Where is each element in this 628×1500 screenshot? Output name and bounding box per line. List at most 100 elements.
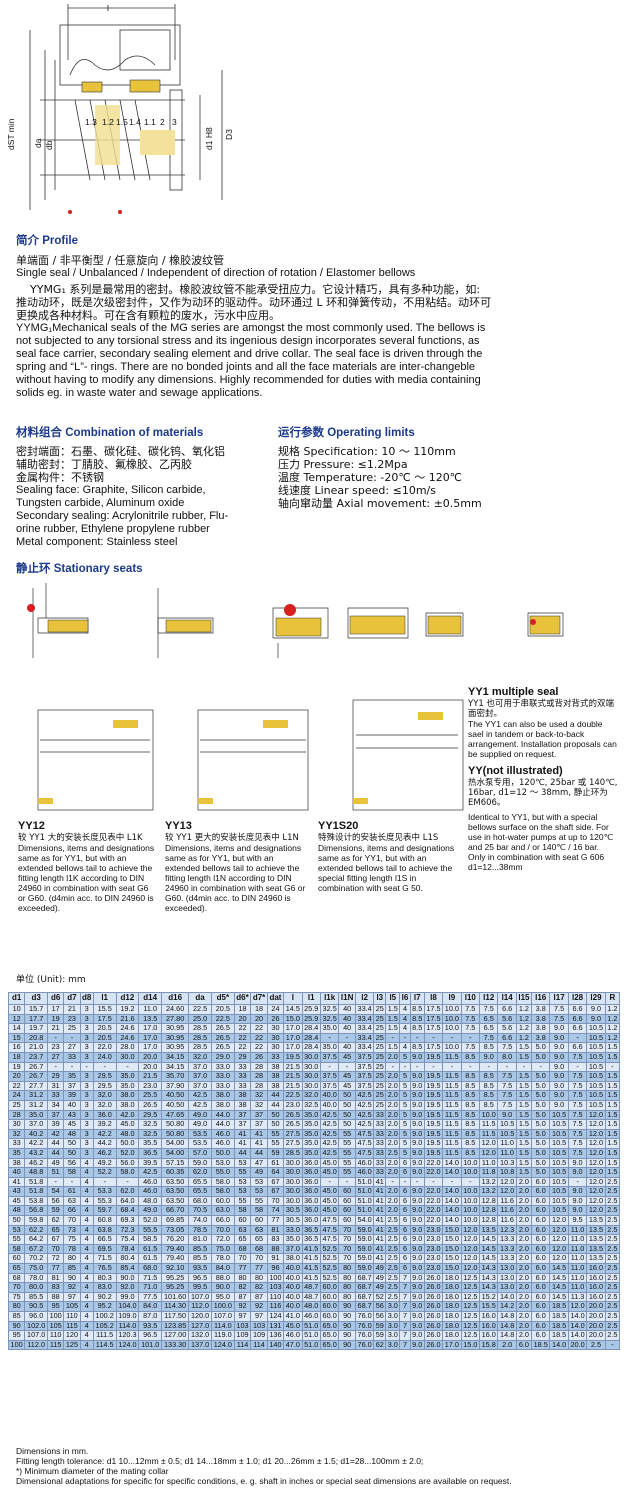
- table-cell: 49: [373, 1282, 387, 1293]
- table-cell: 17.0: [442, 1339, 462, 1351]
- table-cell: 55: [338, 1138, 356, 1149]
- table-cell: 93.5: [188, 1263, 212, 1274]
- table-cell: 3.8: [530, 1023, 551, 1034]
- table-cell: 26.5: [210, 1023, 235, 1034]
- table-cell: 7: [399, 1339, 411, 1351]
- table-header-cell: d7: [63, 992, 81, 1005]
- yy1-en: The YY1 can also be used a double sael i…: [468, 719, 617, 759]
- table-cell: 2.5: [385, 1215, 401, 1226]
- table-cell: 11.5: [442, 1138, 462, 1149]
- profile-desc-en-2: not subjected to any torsional stress an…: [16, 335, 480, 347]
- table-cell: 6.0: [530, 1282, 551, 1293]
- table-cell: 41: [373, 1186, 387, 1197]
- note-3: *) Minimum diameter of the mating collar: [16, 1466, 169, 1476]
- table-cell: 14.3: [479, 1282, 499, 1293]
- table-cell: 4: [79, 1234, 94, 1245]
- table-cell: 42.5: [319, 1147, 340, 1159]
- table-cell: 59.0: [354, 1234, 375, 1245]
- table-header-cell: d8: [79, 992, 94, 1005]
- table-cell: 58.5: [138, 1234, 163, 1245]
- table-cell: 124.0: [115, 1339, 140, 1351]
- table-cell: 33: [373, 1119, 387, 1130]
- table-cell: 7.5: [567, 1138, 588, 1149]
- table-header-cell: l28: [567, 992, 588, 1005]
- table-cell: 18.0: [442, 1282, 462, 1293]
- table-header-cell: da: [188, 992, 212, 1005]
- table-cell: 50: [266, 1119, 285, 1130]
- table-cell: 11.5: [479, 1119, 499, 1130]
- table-cell: 50: [338, 1119, 356, 1130]
- table-cell: 12.0: [497, 1186, 517, 1197]
- table-cell: 20.0: [586, 1311, 606, 1322]
- table-cell: 114: [233, 1339, 252, 1351]
- table-cell: 8.5: [460, 1071, 481, 1082]
- table-cell: 97: [233, 1311, 252, 1322]
- table-header-cell: d5*: [210, 992, 235, 1005]
- table-cell: 25: [373, 1023, 387, 1034]
- part-label-1-5: 1.5: [116, 117, 128, 127]
- table-cell: 1.5: [515, 1119, 532, 1130]
- table-cell: 15.0: [460, 1339, 481, 1351]
- table-cell: 6.0: [530, 1215, 551, 1226]
- part-label-3: 3: [172, 117, 177, 127]
- table-cell: 2.0: [515, 1330, 532, 1341]
- table-cell: 43.2: [24, 1147, 49, 1159]
- table-cell: 137.0: [188, 1339, 212, 1351]
- table-cell: 74.0: [188, 1215, 212, 1226]
- table-cell: 9.0: [409, 1051, 425, 1063]
- table-cell: 5.0: [530, 1167, 551, 1178]
- table-cell: 2.5: [385, 1147, 401, 1159]
- table-cell: 59.8: [24, 1215, 49, 1226]
- table-cell: 60: [233, 1215, 252, 1226]
- table-cell: 84.0: [210, 1263, 235, 1274]
- table-cell: 96: [266, 1263, 285, 1274]
- table-cell: 29: [47, 1071, 65, 1082]
- table-cell: 60: [338, 1215, 356, 1226]
- table-cell: 90.0: [210, 1282, 235, 1293]
- table-cell: 5: [399, 1119, 411, 1130]
- table-cell: 95: [7, 1330, 26, 1341]
- table-cell: 1.5: [515, 1051, 532, 1063]
- table-cell: 24.60: [161, 1004, 190, 1015]
- table-cell: 115: [47, 1339, 65, 1351]
- table-cell: 47.5: [319, 1234, 340, 1245]
- table-cell: 12.0: [460, 1234, 481, 1245]
- table-header-cell: d6*: [233, 992, 252, 1005]
- table-cell: 46.0: [283, 1330, 303, 1341]
- table-header-cell: d3: [24, 992, 49, 1005]
- table-cell: 101.0: [138, 1339, 163, 1351]
- table-cell: 109.0: [115, 1311, 140, 1322]
- profile-desc-en-3: seal face carrier, secondary sealing ele…: [16, 348, 483, 360]
- table-cell: 9.0: [409, 1138, 425, 1149]
- table-cell: 21: [47, 1023, 65, 1034]
- table-cell: 14.3: [479, 1263, 499, 1274]
- table-header-cell: R: [604, 992, 621, 1005]
- table-cell: 55: [338, 1147, 356, 1159]
- table-cell: 5.0: [530, 1051, 551, 1063]
- table-cell: 30.0: [115, 1051, 140, 1063]
- table-cell: 1.5: [515, 1071, 532, 1082]
- table-cell: 30.5: [283, 1215, 303, 1226]
- table-cell: 20.0: [138, 1051, 163, 1063]
- materials-cn-1: 密封端面：石墨、碳化硅、碳化钨、氧化铝: [16, 445, 225, 458]
- yy12-title: YY12: [18, 820, 45, 832]
- table-cell: 5: [399, 1051, 411, 1063]
- table-header-cell: l1: [92, 992, 117, 1005]
- table-cell: 2.5: [604, 1330, 621, 1341]
- table-cell: 69.3: [115, 1215, 140, 1226]
- table-cell: 1.2: [515, 1004, 532, 1015]
- yy1-multiple-block: YY1 multiple seal YY1 也可用于串联式或背对背式的双端面密封…: [468, 686, 618, 872]
- table-cell: 22.5: [188, 1004, 212, 1015]
- table-cell: 26.5: [283, 1119, 303, 1130]
- table-cell: 80: [338, 1282, 356, 1293]
- table-cell: 30.0: [283, 1186, 303, 1197]
- table-cell: 4: [79, 1186, 94, 1197]
- table-cell: 1.5: [604, 1051, 621, 1063]
- table-cell: 3: [79, 1119, 94, 1130]
- table-cell: 37: [250, 1119, 268, 1130]
- table-cell: 133.30: [161, 1339, 190, 1351]
